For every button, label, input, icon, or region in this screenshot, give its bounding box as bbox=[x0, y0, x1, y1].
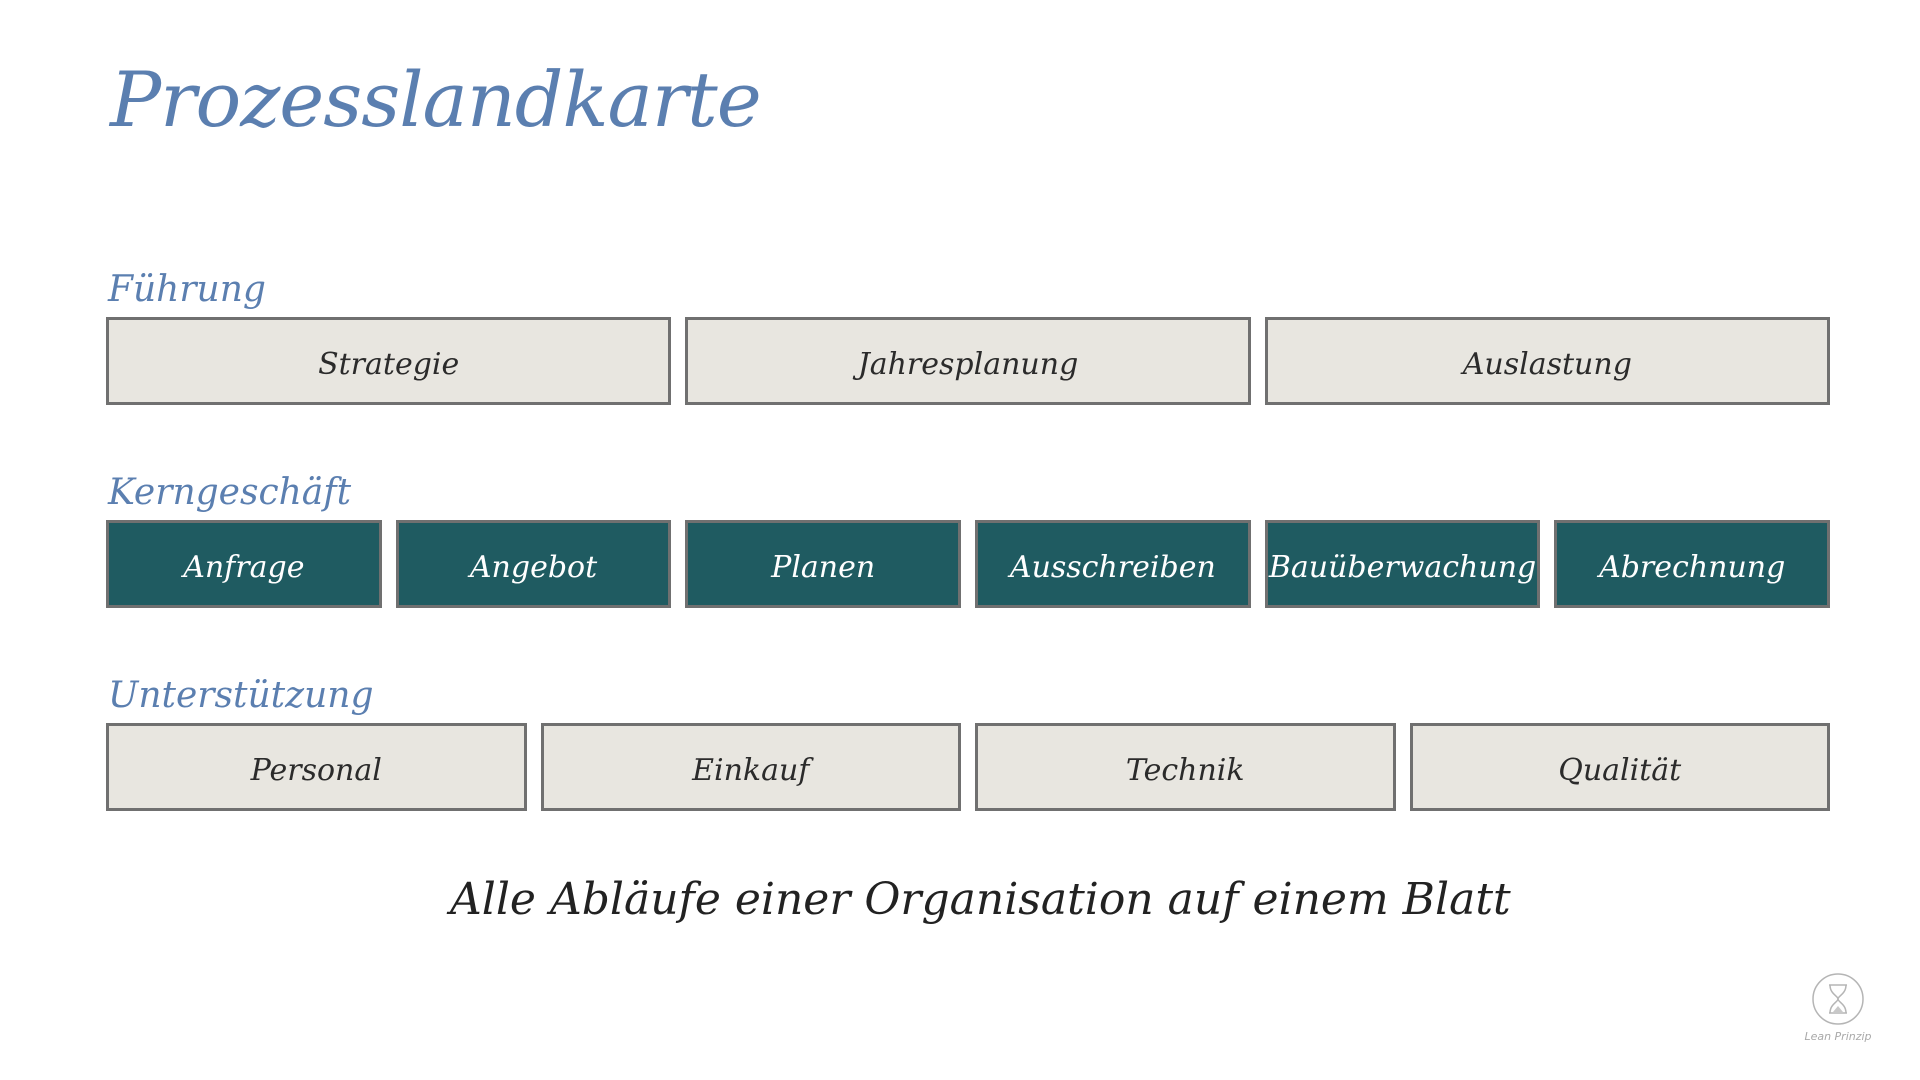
process-box[interactable]: Technik bbox=[975, 723, 1396, 811]
process-box[interactable]: Jahresplanung bbox=[685, 317, 1251, 405]
hourglass-icon bbox=[1812, 973, 1864, 1025]
process-box[interactable]: Anfrage bbox=[106, 520, 382, 608]
logo-text: Lean Prinzip bbox=[1804, 1030, 1872, 1043]
process-box[interactable]: Personal bbox=[106, 723, 527, 811]
process-box[interactable]: Ausschreiben bbox=[975, 520, 1251, 608]
section-label-kerngeschaeft: Kerngeschäft bbox=[108, 472, 352, 513]
process-box[interactable]: Angebot bbox=[395, 520, 672, 608]
process-box[interactable]: Qualität bbox=[1409, 723, 1830, 811]
logo: Lean Prinzip bbox=[1788, 972, 1888, 1052]
process-box[interactable]: Abrechnung bbox=[1554, 520, 1831, 608]
process-row-unterstuetzung: Personal Einkauf Technik Qualität bbox=[106, 723, 1830, 811]
process-box[interactable]: Einkauf bbox=[540, 723, 961, 811]
section-label-fuehrung: Führung bbox=[108, 269, 266, 310]
caption: Alle Abläufe einer Organisation auf eine… bbox=[450, 874, 1511, 925]
process-box[interactable]: Planen bbox=[685, 520, 962, 608]
process-box[interactable]: Bauüberwachung bbox=[1264, 520, 1541, 608]
page-title: Prozesslandkarte bbox=[110, 55, 762, 144]
section-label-unterstuetzung: Unterstützung bbox=[108, 675, 374, 716]
process-row-kerngeschaeft: Anfrage Angebot Planen Ausschreiben Bauü… bbox=[106, 520, 1831, 608]
process-box[interactable]: Strategie bbox=[106, 317, 672, 405]
process-row-fuehrung: Strategie Jahresplanung Auslastung bbox=[106, 317, 1830, 405]
process-box[interactable]: Auslastung bbox=[1264, 317, 1830, 405]
